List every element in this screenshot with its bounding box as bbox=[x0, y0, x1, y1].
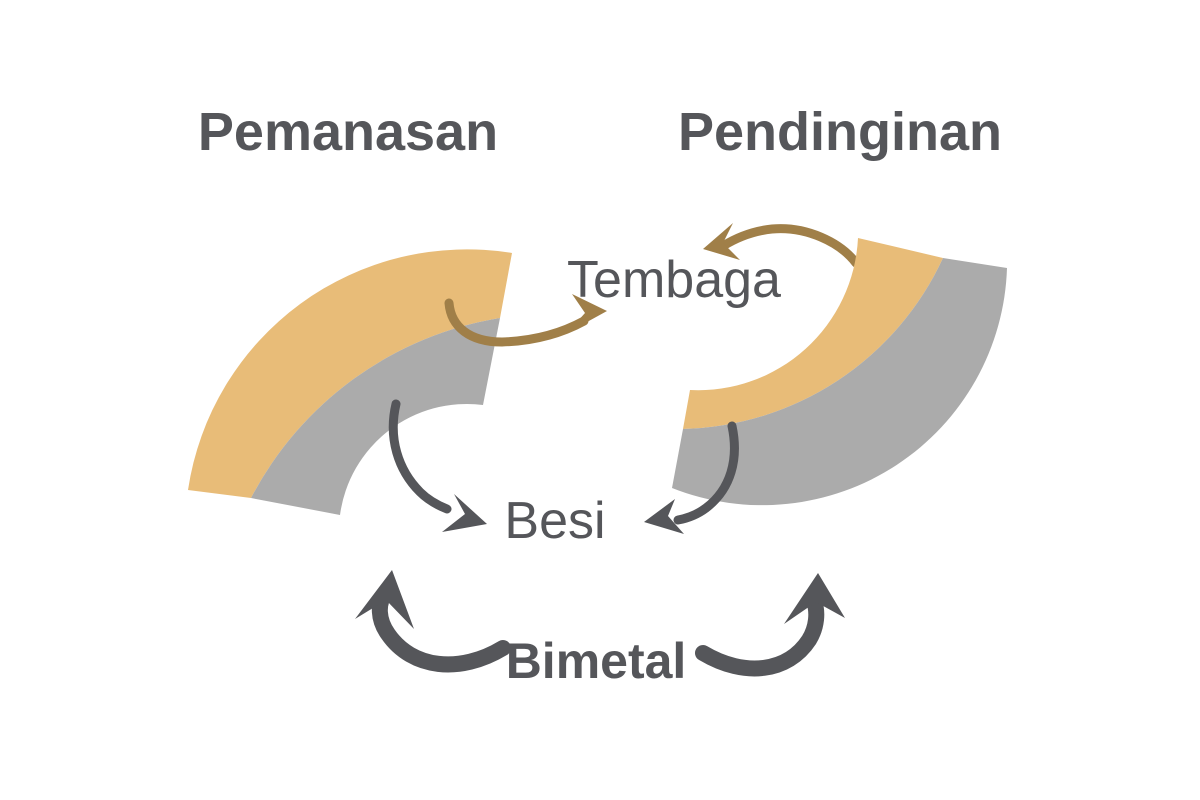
arrow-shaft bbox=[718, 224, 861, 268]
thick-arrow-bimetal-right-icon bbox=[695, 573, 845, 677]
label-iron: Besi bbox=[504, 492, 605, 550]
arrow-shaft bbox=[388, 399, 452, 514]
arrow-head bbox=[644, 499, 684, 534]
heading-heating: Pemanasan bbox=[198, 102, 498, 162]
arrow-head bbox=[355, 570, 414, 629]
curved-arrow-copper-right-icon bbox=[703, 223, 861, 268]
bimetal-strip-heating bbox=[188, 249, 512, 515]
arrow-head bbox=[784, 573, 845, 624]
right-strip-iron-layer bbox=[672, 258, 1007, 506]
curved-arrow-copper-left-icon bbox=[444, 294, 607, 347]
bimetal-strip-cooling bbox=[672, 238, 1007, 506]
arrow-shaft bbox=[371, 584, 511, 673]
label-bimetal: Bimetal bbox=[506, 633, 687, 689]
arrow-head bbox=[567, 294, 607, 333]
arrow-shaft bbox=[444, 298, 589, 347]
curved-arrow-iron-right-icon bbox=[644, 421, 739, 534]
arrow-head bbox=[703, 223, 740, 260]
arrow-shaft bbox=[673, 421, 739, 525]
thick-arrow-bimetal-left-icon bbox=[355, 570, 511, 673]
left-strip-iron-layer bbox=[251, 318, 500, 515]
arrow-head bbox=[442, 494, 487, 532]
label-copper: Tembaga bbox=[567, 251, 781, 309]
right-strip-copper-layer bbox=[683, 238, 943, 429]
heading-cooling: Pendinginan bbox=[678, 102, 1002, 162]
arrow-shaft bbox=[695, 593, 825, 677]
left-strip-copper-layer bbox=[188, 249, 512, 498]
curved-arrow-iron-left-icon bbox=[388, 399, 487, 532]
